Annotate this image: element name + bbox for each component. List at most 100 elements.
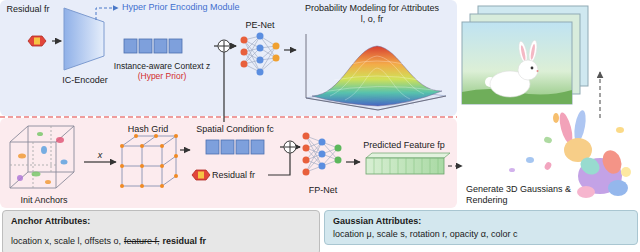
pe-net-icon — [273, 43, 280, 62]
gaussian-splats — [509, 168, 515, 172]
context-blocks — [124, 39, 137, 53]
gaussian-splats — [621, 167, 631, 177]
leader-arrow — [96, 8, 118, 20]
hash-grid-icon — [122, 136, 176, 186]
connector-arrow — [448, 165, 462, 166]
hash-grid-icon — [122, 146, 176, 186]
anchor-points — [18, 154, 26, 159]
gaussian-splats — [616, 127, 624, 133]
anchor-points — [61, 160, 68, 165]
spatial-blocks — [206, 140, 219, 154]
connector-arrow — [346, 161, 360, 162]
fp-net-icon — [303, 133, 342, 176]
pe-net-icon — [257, 45, 264, 52]
rabbit-image-stack — [530, 44, 536, 60]
encoder-panel — [0, 0, 457, 116]
network-node: PE-Net — [236, 18, 284, 76]
pe-net-icon — [241, 37, 248, 44]
connector-arrow — [268, 147, 300, 175]
fp-net-icon — [335, 145, 342, 164]
anchor-points — [32, 172, 41, 177]
node-label: residual fr — [162, 236, 206, 246]
fp-net-icon — [335, 145, 342, 152]
render-arrow — [599, 72, 600, 118]
node-label: location μ, scale s, rotation r, opacity… — [333, 228, 517, 241]
hash-grid-icon — [120, 134, 178, 188]
rabbit-image-stack — [537, 70, 539, 72]
module-label: Hyper Prior Encoding Module — [122, 2, 240, 13]
gaussian-render-node: Generate 3D Gaussians & Rendering — [462, 108, 636, 208]
residual-token — [198, 172, 204, 179]
feature-bar-node: Predicted Feature fp — [360, 138, 448, 182]
hash-grid-icon — [160, 164, 164, 168]
anchor-cube — [10, 126, 74, 188]
fp-net-icon — [319, 139, 326, 170]
anchor-points — [41, 146, 47, 154]
pe-net-icon — [241, 33, 280, 76]
hash-grid-icon — [174, 154, 178, 158]
node-label: Init Anchors — [20, 195, 67, 206]
hash-grid-icon — [120, 144, 124, 148]
hash-grid-icon — [140, 184, 144, 188]
node-label: Gaussian Attributes: — [333, 215, 421, 228]
edge-label: x — [98, 150, 103, 161]
hash-grid-icon — [154, 134, 158, 138]
probability-surface — [322, 56, 434, 100]
residual-token-node: Residual fr — [190, 166, 268, 184]
rabbit-image-stack — [528, 40, 539, 63]
attribute-box: Gaussian Attributes:location μ, scale s,… — [324, 210, 638, 245]
sum-symbol — [218, 40, 230, 52]
residual-token-node: Residual fr — [4, 4, 52, 52]
hash-grid-node: Hash Grid — [116, 122, 180, 188]
anchor-points — [45, 180, 51, 184]
gaussian-splats — [577, 154, 602, 178]
hash-grid-icon — [140, 164, 144, 168]
anchor-points — [17, 175, 23, 181]
spatial-blocks — [221, 140, 234, 154]
anchor-cube — [10, 126, 74, 188]
context-blocks — [139, 39, 152, 53]
context-blocks — [169, 39, 182, 53]
node-label: Instance-aware Context z — [114, 61, 210, 71]
rabbit-image-stack — [518, 60, 538, 80]
encoder-trapezoid — [64, 8, 104, 70]
connector-arrow — [224, 46, 236, 122]
connector-arrow — [52, 40, 61, 41]
rabbit-image-stack — [520, 45, 526, 61]
node-label: IC-Encoder — [62, 75, 108, 86]
anchor-cube-node: Init Anchors — [4, 120, 84, 208]
fp-net-icon — [306, 136, 338, 172]
fp-net-icon — [303, 133, 310, 140]
anchor-points — [37, 132, 43, 136]
pe-net-icon — [257, 57, 264, 64]
probability-surface — [306, 34, 446, 110]
pe-net-icon — [273, 55, 280, 62]
sum-symbol — [219, 41, 229, 51]
feature-bar — [374, 158, 438, 174]
gaussian-splats — [599, 148, 624, 177]
gaussian-splats — [543, 136, 553, 144]
feature-bar — [366, 158, 444, 174]
node-label: PE-Net — [245, 20, 274, 31]
fp-net-icon — [319, 163, 326, 170]
connector-arrow — [284, 49, 296, 50]
fp-net-icon — [319, 139, 326, 146]
gaussian-splats — [526, 157, 534, 163]
sum-symbol — [284, 141, 296, 153]
feature-blocks-node: Spatial Condition fc — [190, 122, 280, 160]
hash-grid-icon — [174, 174, 178, 178]
context-blocks — [124, 39, 182, 53]
node-label: Predicted Feature fp — [363, 140, 445, 151]
fp-net-icon — [303, 133, 310, 176]
anchor-points — [56, 137, 64, 143]
hash-grid-icon — [134, 134, 138, 138]
hash-grid-icon — [174, 134, 178, 138]
spatial-blocks — [236, 140, 249, 154]
encoder-node: IC-Encoder — [61, 4, 109, 88]
probability-surface — [312, 46, 442, 106]
connector-group — [52, 41, 462, 175]
probability-surface — [306, 34, 446, 110]
pe-net-icon — [273, 43, 280, 50]
anchor-cube — [10, 142, 56, 188]
